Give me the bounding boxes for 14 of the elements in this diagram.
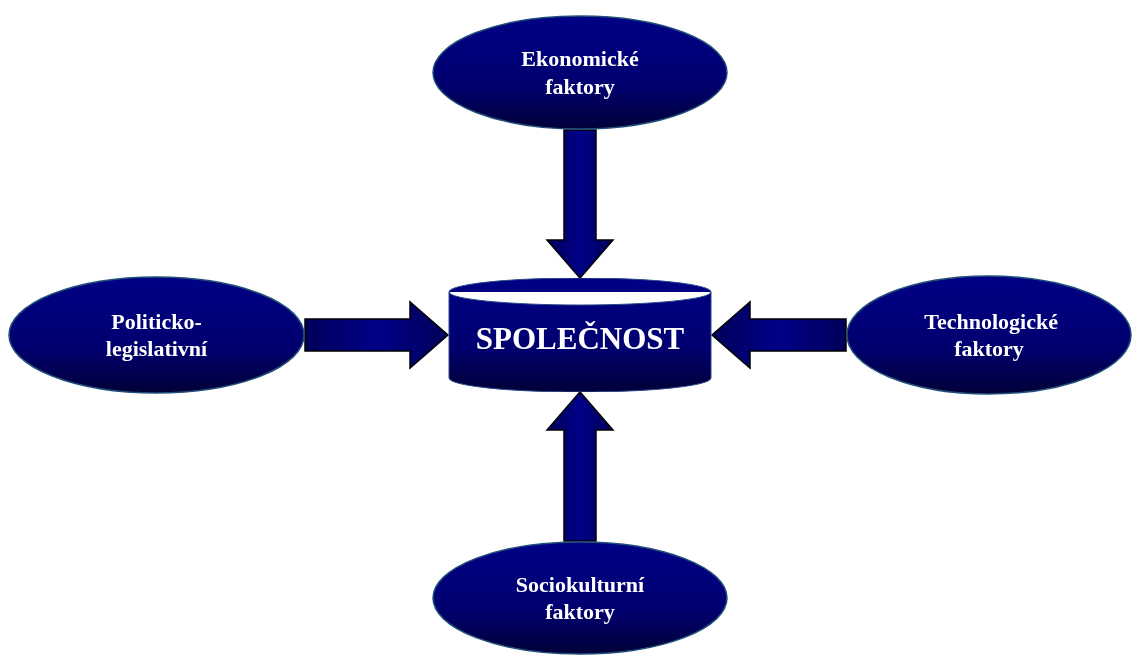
node-label: Technologické faktory <box>923 307 1059 363</box>
ellipse-node <box>432 541 728 655</box>
ellipse-node <box>8 276 305 394</box>
node-label: Ekonomické faktory <box>520 45 640 100</box>
ellipse-node <box>846 275 1132 395</box>
node-label: SPOLEČNOST <box>474 319 686 358</box>
block-arrow <box>710 300 847 370</box>
cylinder-node <box>448 278 712 392</box>
ellipse-node <box>432 15 728 130</box>
node-label: Sociokulturní faktory <box>514 570 646 626</box>
block-arrow <box>545 129 615 280</box>
block-arrow <box>304 300 450 370</box>
block-arrow <box>545 390 615 542</box>
node-label: Politicko-legislativní <box>104 307 209 363</box>
